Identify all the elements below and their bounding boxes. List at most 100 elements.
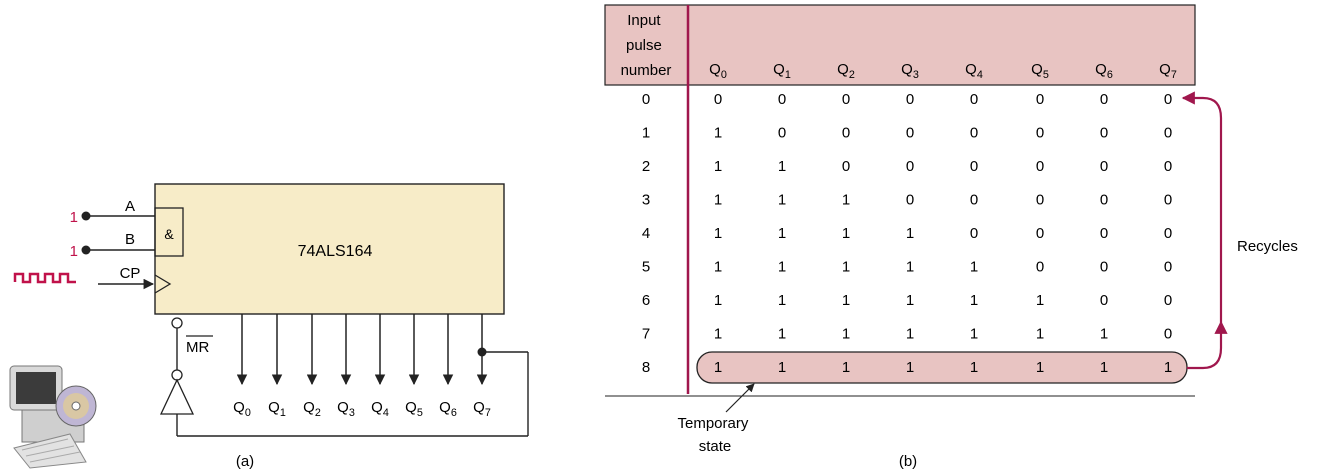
computer-cd-icon <box>9 365 97 469</box>
pulse-number-cell: 1 <box>642 125 650 142</box>
q4-cell: 1 <box>970 292 978 309</box>
circuit-caption: (a) <box>236 453 254 470</box>
q6-cell: 0 <box>1100 125 1108 142</box>
input-a-terminal <box>81 211 91 221</box>
q2-cell: 0 <box>842 158 850 175</box>
input-b-label: B <box>125 231 135 248</box>
q4-cell: 1 <box>970 326 978 343</box>
pulse-number-cell: 4 <box>642 225 650 242</box>
q5-cell: 0 <box>1036 125 1044 142</box>
pulse-number-cell: 3 <box>642 192 650 209</box>
temporary-state-pointer <box>725 383 755 413</box>
pulse-number-cell: 5 <box>642 259 650 276</box>
q1-cell: 1 <box>778 326 786 343</box>
q1-cell: 1 <box>778 259 786 276</box>
table-header-band <box>604 4 1196 86</box>
q4-cell: 0 <box>970 125 978 142</box>
q1-cell: 1 <box>778 158 786 175</box>
q0-cell: 1 <box>714 359 722 376</box>
output-label-q5: Q5 <box>405 399 423 419</box>
q5-cell: 1 <box>1036 326 1044 343</box>
q4-cell: 0 <box>970 192 978 209</box>
pulse-number-cell: 7 <box>642 326 650 343</box>
input-a-label: A <box>125 198 135 215</box>
q3-cell: 0 <box>906 91 914 108</box>
and-gate <box>154 207 184 257</box>
q7-cell: 0 <box>1164 292 1172 309</box>
q1-cell: 0 <box>778 91 786 108</box>
column-header-q1: Q1 <box>773 61 791 81</box>
clock-edge-symbol <box>154 274 172 294</box>
header-input-pulse-number: Input pulse number <box>621 12 672 79</box>
column-header-q4: Q4 <box>965 61 983 81</box>
q2-cell: 1 <box>842 326 850 343</box>
q6-cell: 1 <box>1100 359 1108 376</box>
q6-cell: 1 <box>1100 326 1108 343</box>
q0-cell: 1 <box>714 158 722 175</box>
q0-cell: 1 <box>714 225 722 242</box>
input-b-terminal <box>81 245 91 255</box>
input-b-level: 1 <box>70 243 78 260</box>
q0-cell: 1 <box>714 192 722 209</box>
q6-cell: 0 <box>1100 292 1108 309</box>
q1-cell: 1 <box>778 225 786 242</box>
q6-cell: 0 <box>1100 192 1108 209</box>
q1-cell: 1 <box>778 292 786 309</box>
output-label-q1: Q1 <box>268 399 286 419</box>
q3-cell: 1 <box>906 359 914 376</box>
table-caption: (b) <box>899 453 917 470</box>
recycles-arrow-top <box>1181 91 1223 322</box>
q6-cell: 0 <box>1100 259 1108 276</box>
q4-cell: 1 <box>970 259 978 276</box>
q0-cell: 1 <box>714 292 722 309</box>
q7-cell: 0 <box>1164 91 1172 108</box>
pulse-number-cell: 2 <box>642 158 650 175</box>
q1-cell: 1 <box>778 359 786 376</box>
q7-cell: 0 <box>1164 125 1172 142</box>
q4-cell: 0 <box>970 91 978 108</box>
output-label-q4: Q4 <box>371 399 389 419</box>
inverter-gate <box>159 378 195 415</box>
column-header-q2: Q2 <box>837 61 855 81</box>
q2-cell: 1 <box>842 359 850 376</box>
and-gate-symbol: & <box>164 226 174 242</box>
output-label-q7: Q7 <box>473 399 491 419</box>
q5-cell: 1 <box>1036 359 1044 376</box>
output-label-q0: Q0 <box>233 399 251 419</box>
q3-cell: 0 <box>906 125 914 142</box>
q6-cell: 0 <box>1100 158 1108 175</box>
q2-cell: 1 <box>842 292 850 309</box>
q2-cell: 1 <box>842 192 850 209</box>
recycles-label: Recycles <box>1237 238 1298 255</box>
pulse-number-cell: 6 <box>642 292 650 309</box>
shift-register-chip <box>154 183 505 315</box>
output-label-q6: Q6 <box>439 399 457 419</box>
column-header-q0: Q0 <box>709 61 727 81</box>
q0-cell: 1 <box>714 125 722 142</box>
column-header-q6: Q6 <box>1095 61 1113 81</box>
q7-cell: 1 <box>1164 359 1172 376</box>
q3-cell: 0 <box>906 158 914 175</box>
q3-cell: 0 <box>906 192 914 209</box>
q4-cell: 1 <box>970 359 978 376</box>
q4-cell: 0 <box>970 225 978 242</box>
q7-cell: 0 <box>1164 192 1172 209</box>
q6-cell: 0 <box>1100 91 1108 108</box>
clock-label: CP <box>120 265 141 282</box>
q7-cell: 0 <box>1164 259 1172 276</box>
temporary-state-highlight <box>696 351 1188 384</box>
q3-cell: 1 <box>906 326 914 343</box>
q1-cell: 1 <box>778 192 786 209</box>
q3-cell: 1 <box>906 225 914 242</box>
q1-cell: 0 <box>778 125 786 142</box>
